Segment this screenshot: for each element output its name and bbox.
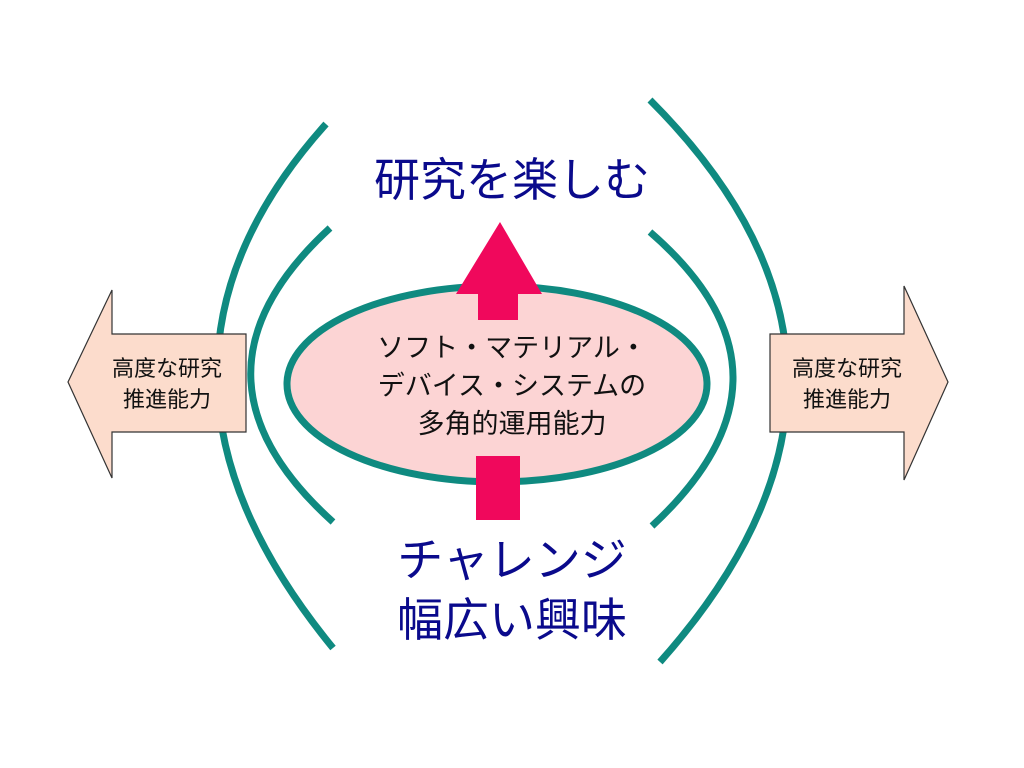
top-goal-label: 研究を楽しむ [374, 153, 650, 207]
inner-right-arc [647, 229, 737, 529]
right-side-arrow [769, 285, 949, 481]
right-arrow-line-1: 高度な研究 [791, 357, 902, 382]
bottom-foundation-label: チャレンジ 幅広い興味 [312, 530, 712, 650]
center-line-2: デバイス・システムの [377, 371, 647, 402]
center-ellipse-label: ソフト・マテリアル・ デバイス・システムの 多角的運用能力 [330, 330, 694, 444]
right-arrow-line-2: 推進能力 [802, 388, 891, 413]
center-line-3: 多角的運用能力 [417, 409, 607, 440]
bottom-line-2: 幅広い興味 [397, 593, 627, 647]
center-line-1: ソフト・マテリアル・ [377, 333, 647, 364]
bottom-line-1: チャレンジ [397, 533, 627, 587]
inner-left-arc [247, 225, 336, 525]
left-arrow-line-2: 推進能力 [122, 388, 211, 413]
left-arrow-line-1: 高度な研究 [111, 357, 222, 382]
up-arrow [456, 222, 542, 320]
right-arrow-label: 高度な研究 推進能力 [772, 354, 922, 416]
left-side-arrow [67, 289, 247, 479]
up-arrow-shaft [476, 456, 520, 520]
left-arrow-label: 高度な研究 推進能力 [92, 354, 242, 416]
